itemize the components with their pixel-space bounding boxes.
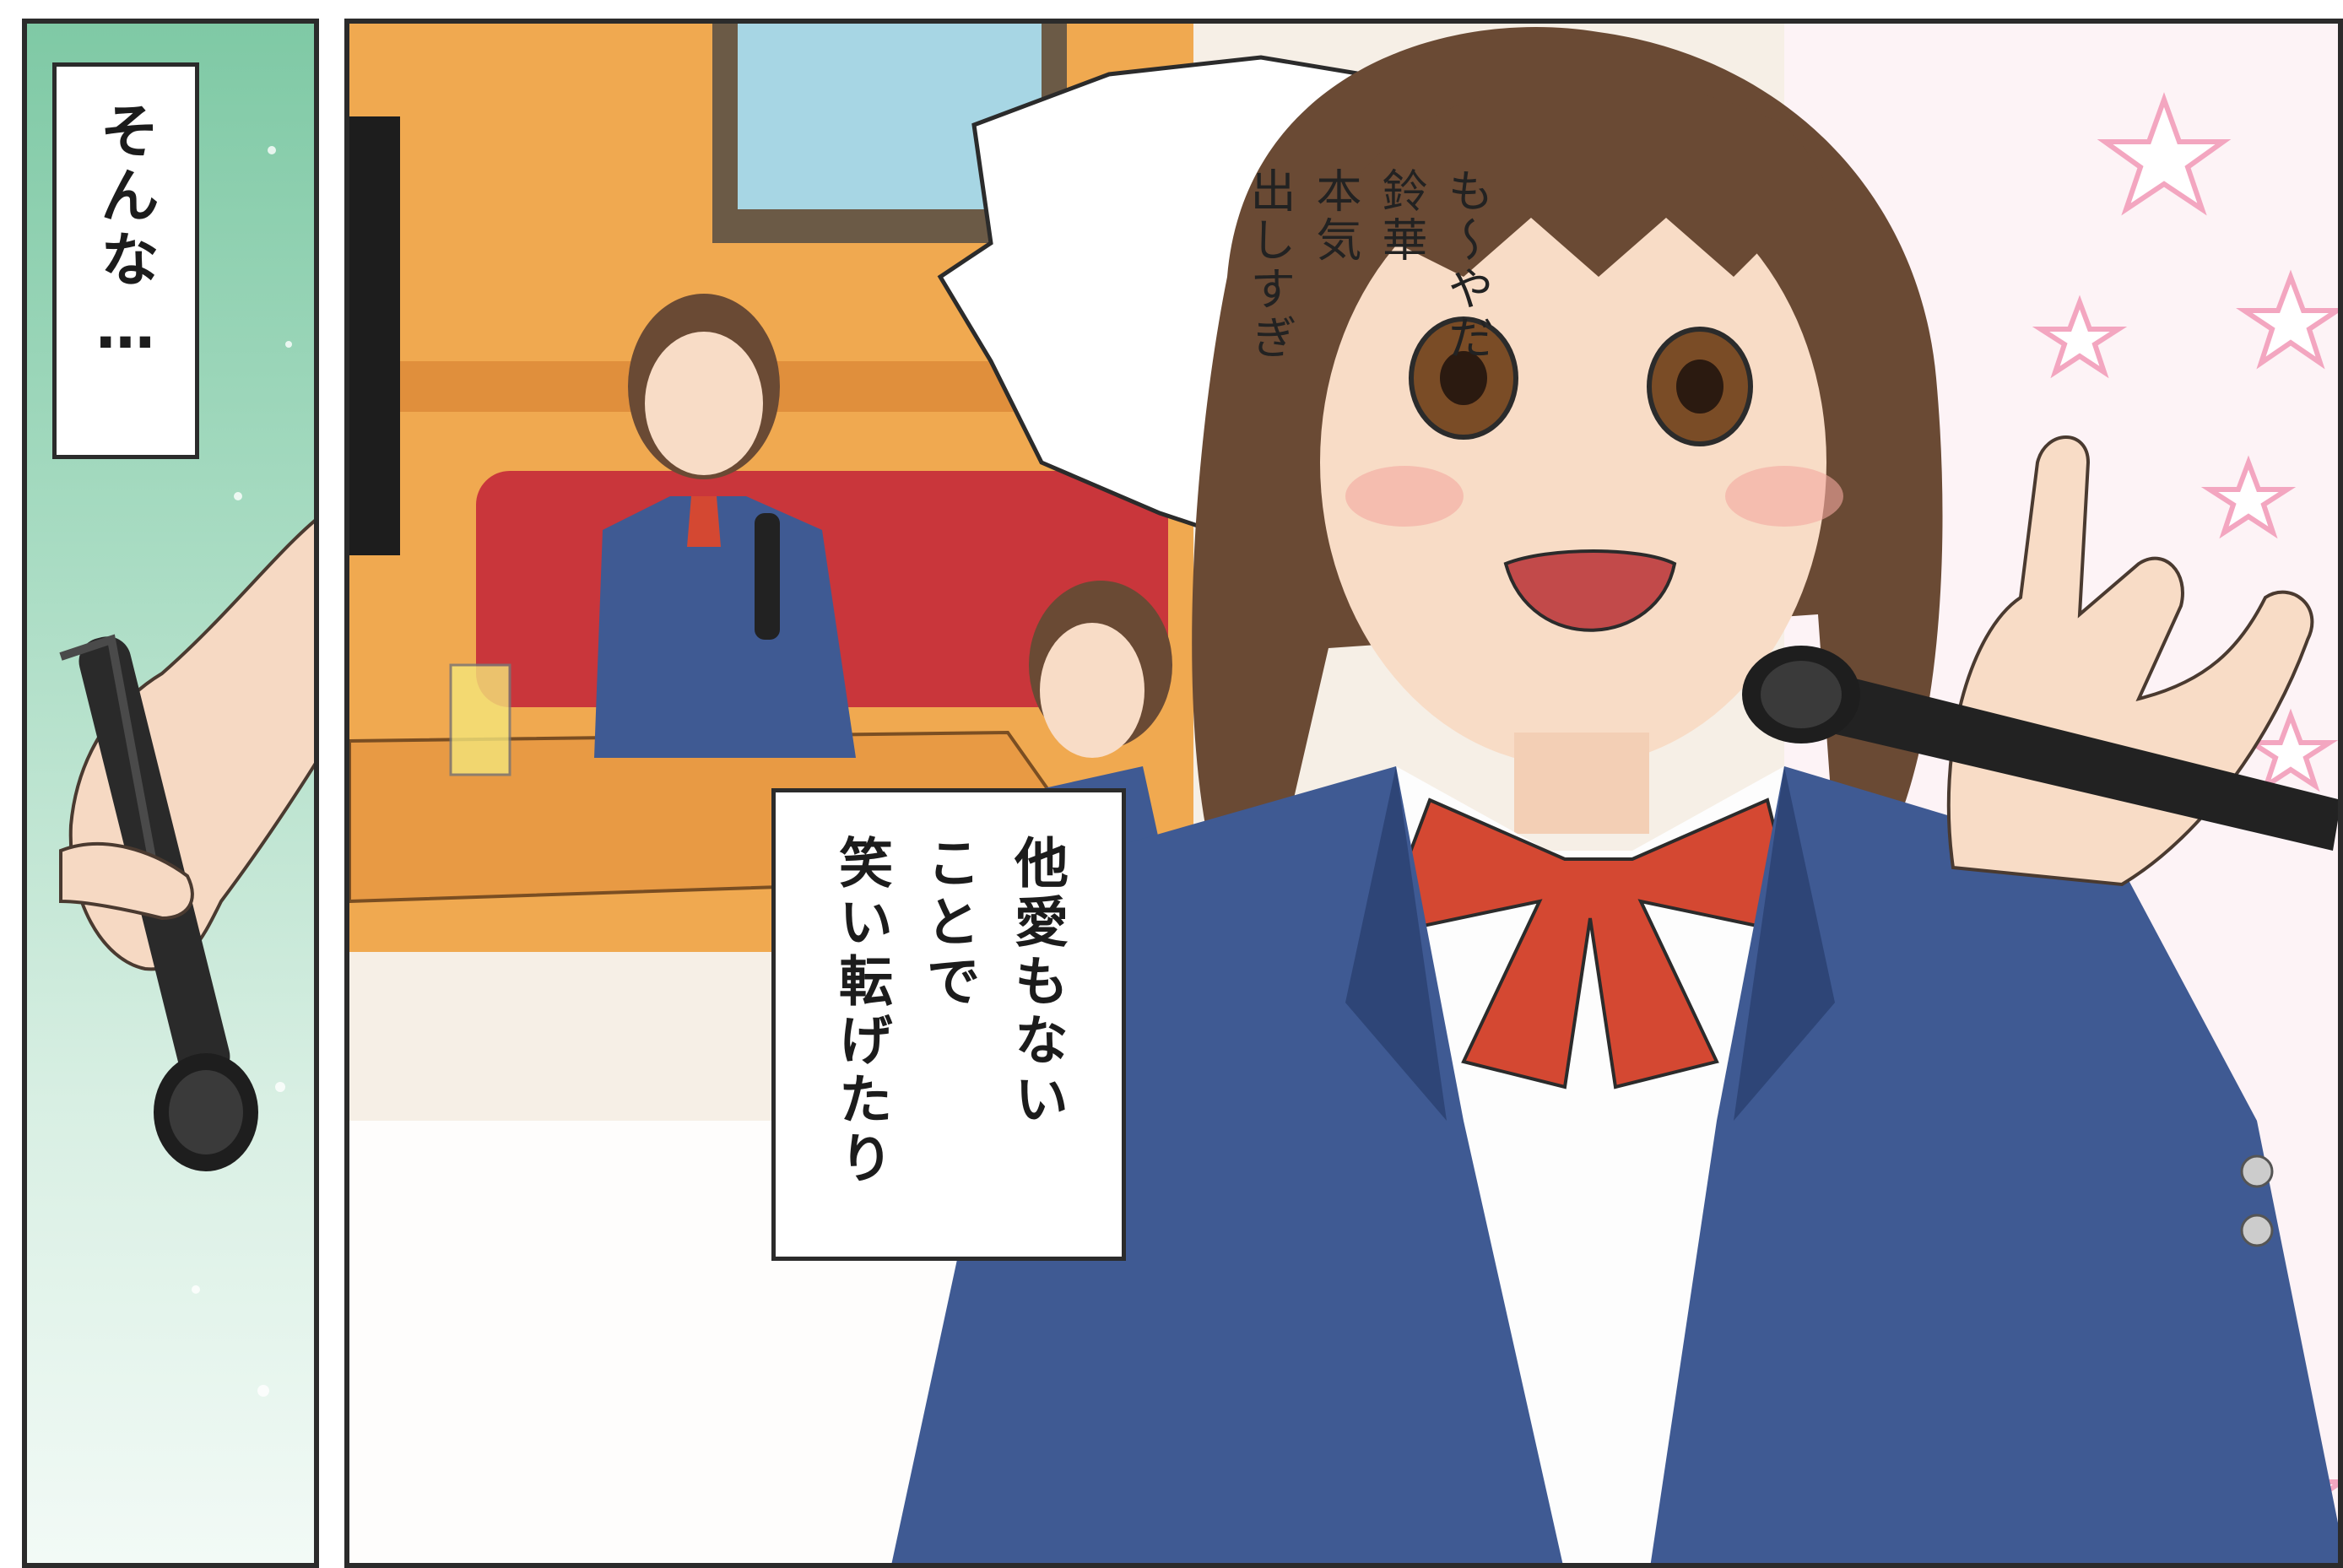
caption-text-left: そんな… [90, 100, 160, 367]
speech-line-2: 鈴華 [1374, 167, 1427, 265]
speech-line-4: 出しすぎ [1242, 167, 1296, 363]
caption-box-left: そんな… [52, 62, 199, 459]
caption-line-3: 笑い転げたり [830, 835, 892, 1189]
speech-line-3: 本気 [1308, 167, 1361, 265]
main-panel: も〜やだ 鈴華 本気 出しすぎ 他愛もない ことで 笑い転げたり [344, 19, 2343, 1568]
main-microphone-icon [1742, 646, 2338, 851]
sparkles [192, 146, 292, 1397]
drink-glass [449, 663, 511, 776]
mouth [1503, 549, 1677, 632]
caption-line-2: ことで [917, 835, 980, 1012]
caption-text-main: 他愛もない ことで 笑い転げたり [817, 835, 1080, 1189]
ribbon-bow [1376, 798, 1804, 1089]
main-girl [891, 26, 2338, 1563]
caption-box-main: 他愛もない ことで 笑い転げたり [771, 788, 1126, 1261]
left-panel: そんな… [22, 19, 319, 1568]
left-panel-art [59, 146, 314, 1397]
background-girl-laughing [594, 294, 856, 758]
caption-line-1: 他愛もない [1005, 835, 1068, 1130]
main-panel-art [349, 24, 2338, 1563]
speech-bubble-text: も〜やだ 鈴華 本気 出しすぎ [1236, 167, 1499, 363]
speech-line-1: も〜やだ [1440, 167, 1493, 363]
tv-screen [349, 116, 400, 555]
fingers [59, 842, 194, 921]
